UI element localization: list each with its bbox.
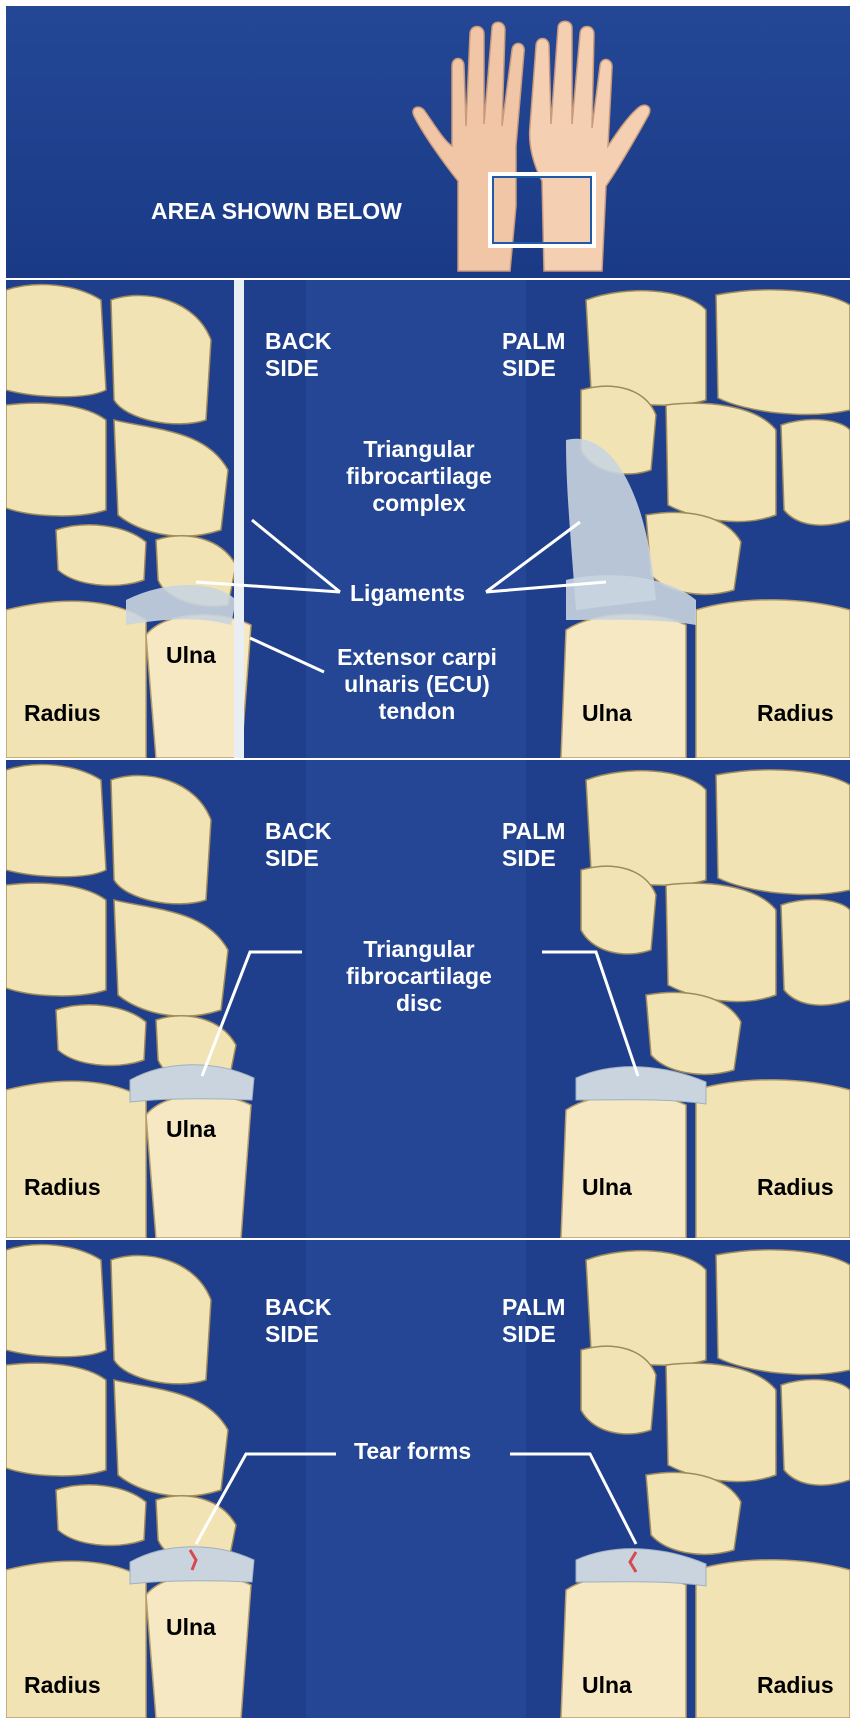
wrist-illustration-tear xyxy=(6,1240,850,1718)
carpal-bone-left xyxy=(6,403,106,516)
carpal-bone-right xyxy=(581,1346,656,1434)
ulna-bone-right xyxy=(561,614,686,758)
carpal-bone-right xyxy=(781,1380,850,1486)
radius-left-label: Radius xyxy=(24,700,101,727)
radius-right-label: Radius xyxy=(757,700,834,727)
panel-tear: BACK SIDE PALM SIDE Tear forms Ulna Radi… xyxy=(6,1240,850,1718)
carpal-bone-right xyxy=(666,883,776,1001)
ulna-left-label: Ulna xyxy=(166,642,216,669)
panel-complex: BACK SIDE PALM SIDE Triangular fibrocart… xyxy=(6,280,850,758)
radius-left-label: Radius xyxy=(24,1174,101,1201)
back-side-label: BACK SIDE xyxy=(265,1294,331,1348)
carpal-bone-left xyxy=(6,883,106,996)
carpal-bone-right xyxy=(716,770,850,895)
center-band xyxy=(306,1240,526,1718)
radius-bone-right xyxy=(696,1080,850,1238)
ulna-left-label: Ulna xyxy=(166,1614,216,1641)
carpal-bone-right xyxy=(781,900,850,1006)
ulna-bone-right xyxy=(561,1094,686,1238)
ulna-right-label: Ulna xyxy=(582,700,632,727)
back-side-label: BACK SIDE xyxy=(265,818,331,872)
tfc-disc-title: Triangular fibrocartilage disc xyxy=(324,936,514,1017)
carpal-bone-left xyxy=(6,765,106,877)
ulna-left-label: Ulna xyxy=(166,1116,216,1143)
area-shown-label: AREA SHOWN BELOW xyxy=(151,198,402,225)
ulna-bone-left xyxy=(146,1575,251,1718)
radius-bone-left xyxy=(6,601,146,758)
ulna-right-label: Ulna xyxy=(582,1174,632,1201)
carpal-bone-right xyxy=(666,403,776,521)
carpal-bone-left xyxy=(6,1245,106,1357)
header-panel: AREA SHOWN BELOW xyxy=(6,6,850,278)
carpal-bone-left xyxy=(6,1363,106,1476)
carpal-bone-right xyxy=(716,290,850,415)
palm-side-label: PALM SIDE xyxy=(502,1294,565,1348)
ulna-right-label: Ulna xyxy=(582,1672,632,1699)
palm-side-label: PALM SIDE xyxy=(502,818,565,872)
radius-right-label: Radius xyxy=(757,1672,834,1699)
panel-disc: BACK SIDE PALM SIDE Triangular fibrocart… xyxy=(6,760,850,1238)
tear-forms-label: Tear forms xyxy=(354,1438,471,1465)
ligaments-label: Ligaments xyxy=(350,580,465,607)
carpal-bone-right xyxy=(716,1250,850,1375)
carpal-bone-right xyxy=(581,866,656,954)
carpal-bone-right xyxy=(781,420,850,526)
radius-bone-right xyxy=(696,600,850,758)
radius-bone-left xyxy=(6,1081,146,1238)
radius-left-label: Radius xyxy=(24,1672,101,1699)
back-side-label: BACK SIDE xyxy=(265,328,331,382)
tfcc-title: Triangular fibrocartilage complex xyxy=(324,436,514,517)
palm-side-label: PALM SIDE xyxy=(502,328,565,382)
radius-right-label: Radius xyxy=(757,1174,834,1201)
ecu-tendon xyxy=(234,280,244,758)
ecu-tendon-label: Extensor carpi ulnaris (ECU) tendon xyxy=(322,644,512,725)
carpal-bone-left xyxy=(6,285,106,397)
carpal-bone-right xyxy=(666,1363,776,1481)
carpal-bone-left xyxy=(56,525,146,586)
hands-illustration xyxy=(6,6,850,278)
carpal-bone-left xyxy=(56,1485,146,1546)
carpal-bone-left xyxy=(56,1005,146,1066)
